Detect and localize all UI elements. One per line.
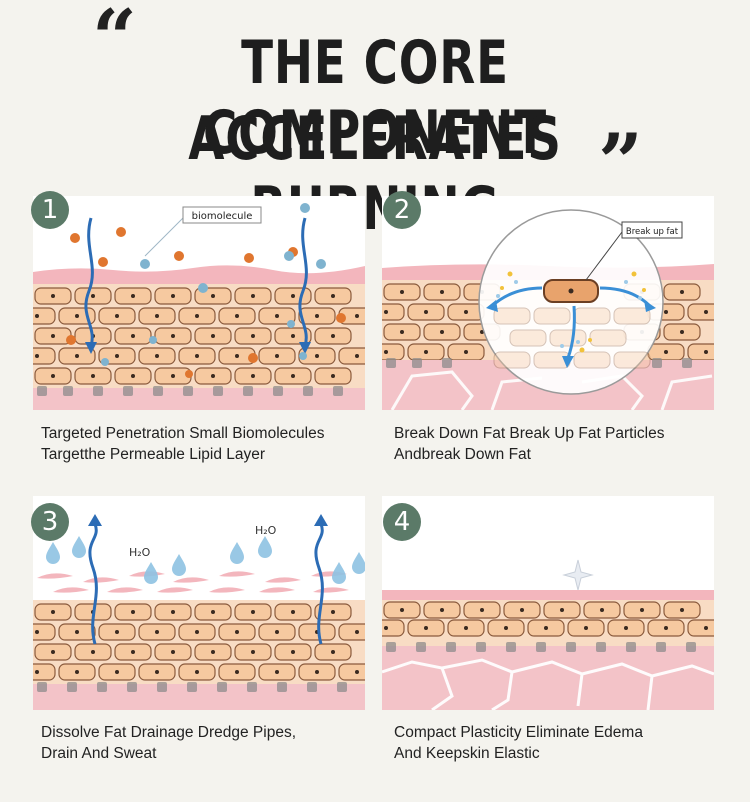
- fat-breakup-diagram: Break up fat: [382, 196, 714, 410]
- h2o-label-left: H₂O: [129, 546, 151, 559]
- step-1-caption-line-2: Targetthe Permeable Lipid Layer: [41, 446, 266, 463]
- step-2-illustration: Break up fat: [382, 196, 714, 410]
- penetration-arrow-right: [298, 217, 308, 347]
- break-up-fat-label: Break up fat: [626, 227, 679, 237]
- step-3-caption-line-2: Drain And Sweat: [41, 745, 157, 762]
- compact-skin-diagram: [382, 496, 714, 710]
- close-quote-mark: ”: [598, 117, 643, 208]
- drain-arrow-left: [88, 523, 98, 645]
- step-4-caption-line-1: Compact Plasticity Eliminate Edema: [394, 724, 643, 741]
- fat-drainage-diagram: H₂O H₂O: [33, 496, 365, 710]
- step-4-caption: Compact Plasticity Eliminate Edema And K…: [394, 722, 724, 764]
- h2o-label-right: H₂O: [255, 524, 277, 537]
- step-1-caption: Targeted Penetration Small Biomolecules …: [41, 423, 371, 465]
- step-3-illustration: H₂O H₂O: [33, 496, 365, 710]
- step-3-caption-line-1: Dissolve Fat Drainage Dredge Pipes,: [41, 724, 297, 741]
- headline-line-1: THE CORE COMPONENT: [202, 28, 548, 168]
- step-2-caption-line-1: Break Down Fat Break Up Fat Particles: [394, 425, 665, 442]
- step-1-illustration: biomolecule: [33, 196, 365, 410]
- step-3-caption: Dissolve Fat Drainage Dredge Pipes, Drai…: [41, 722, 371, 764]
- skin-penetration-diagram: biomolecule: [33, 196, 365, 410]
- biomolecule-label: biomolecule: [192, 211, 253, 222]
- step-4-caption-line-2: And Keepskin Elastic: [394, 745, 540, 762]
- step-3-badge: 3: [31, 503, 69, 541]
- step-2-badge: 2: [383, 191, 421, 229]
- penetration-arrow-left: [84, 217, 94, 347]
- step-1-badge: 1: [31, 191, 69, 229]
- step-4-badge: 4: [383, 503, 421, 541]
- step-2-caption: Break Down Fat Break Up Fat Particles An…: [394, 423, 724, 465]
- drain-arrow-right: [314, 523, 324, 645]
- step-2-caption-line-2: Andbreak Down Fat: [394, 446, 531, 463]
- step-4-illustration: [382, 496, 714, 710]
- open-quote-mark: “: [92, 0, 137, 84]
- step-1-caption-line-1: Targeted Penetration Small Biomolecules: [41, 425, 325, 442]
